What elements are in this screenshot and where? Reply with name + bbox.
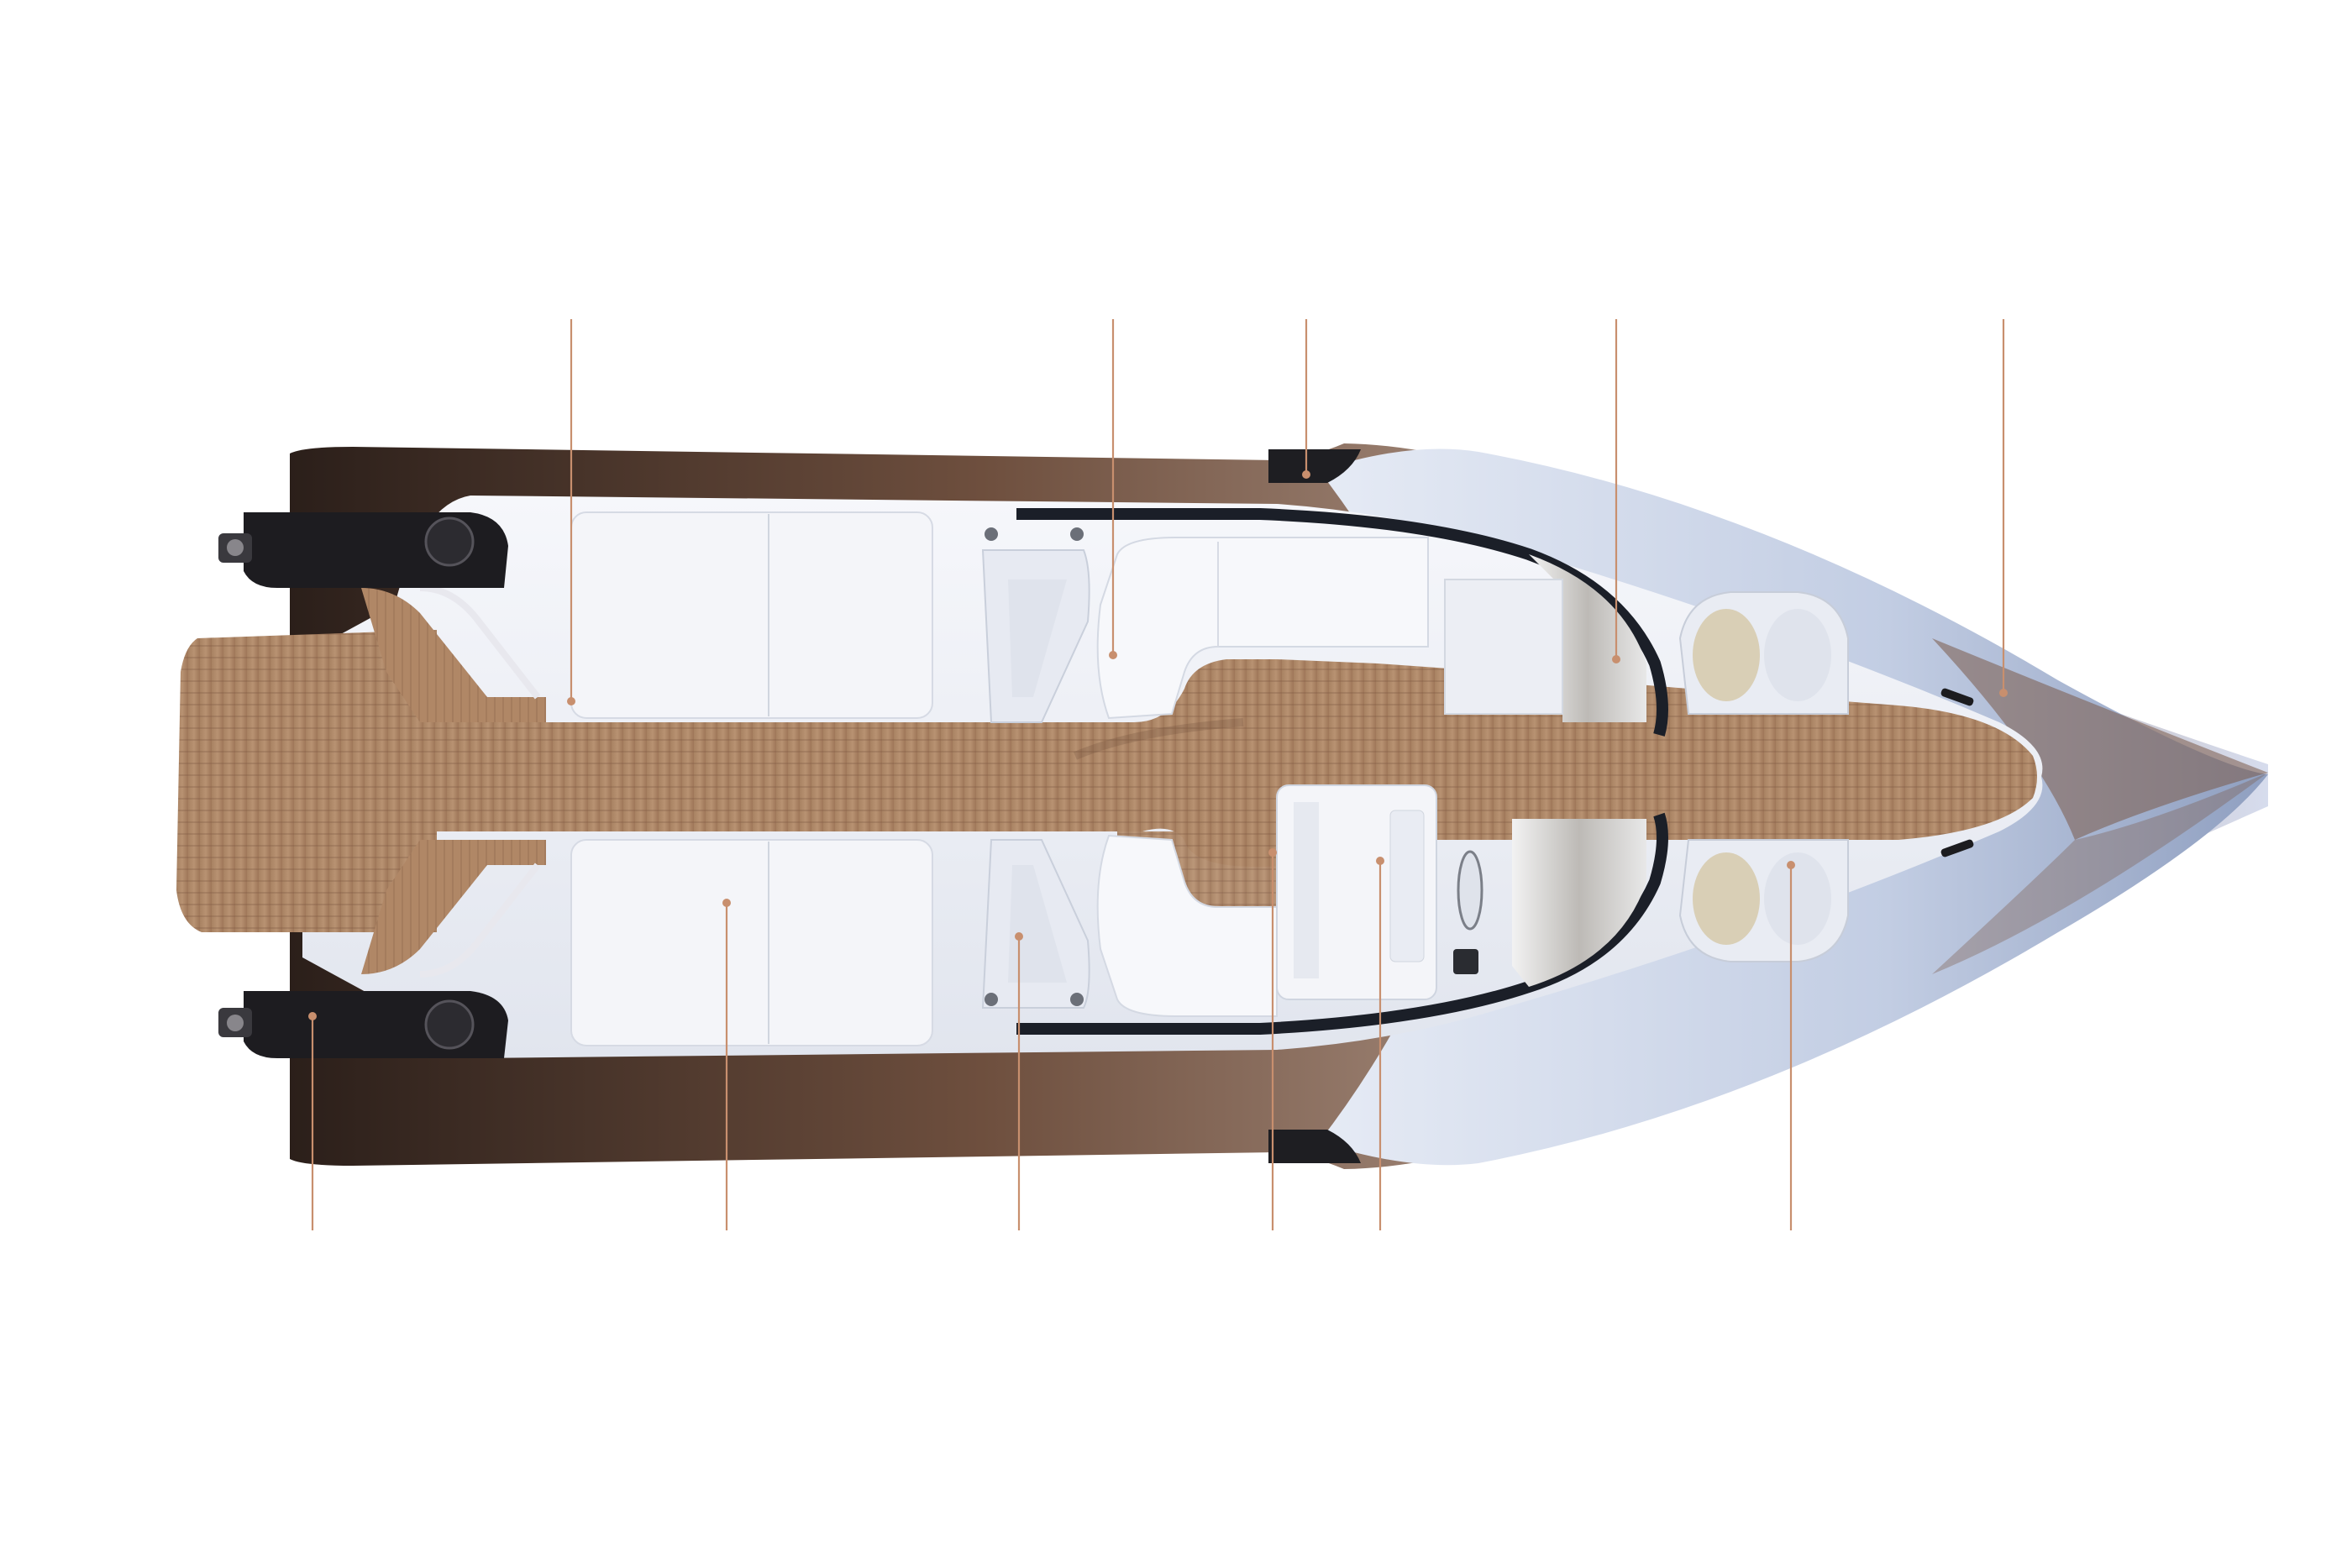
callout-bow — [1999, 319, 2008, 697]
callout-aft-sunpad — [567, 319, 575, 705]
bow-cleat-lower — [1940, 839, 1974, 857]
windscreen-upper — [1016, 508, 1668, 737]
helm-console — [1276, 784, 1483, 1000]
bow-seat-upper — [1678, 591, 1849, 715]
callout-bow-seat — [1787, 861, 1795, 1230]
callout-lounge — [1109, 319, 1117, 659]
aft-sunpad-lower — [570, 839, 933, 1046]
bow-cleat-upper — [1940, 688, 1974, 706]
windscreen-lower — [1016, 812, 1668, 1035]
callout-side-vent — [1302, 319, 1310, 479]
callout-lower-sunpad — [722, 899, 731, 1230]
callout-side-step — [1015, 932, 1023, 1230]
aft-sunpad-upper — [570, 511, 933, 719]
callouts-top — [567, 319, 2008, 705]
bow-seat-lower — [1678, 839, 1849, 962]
outboard-engine-lower — [218, 991, 508, 1058]
callout-helm-console — [1376, 857, 1384, 1230]
callout-cabin-entrance — [1612, 319, 1620, 663]
lounge-lower — [1096, 834, 1278, 1017]
outboard-engine-upper — [218, 512, 508, 588]
side-step-lower — [981, 839, 1090, 1009]
callout-outboard-engine — [308, 1012, 317, 1230]
callouts-bottom — [308, 848, 1795, 1230]
lounge-upper — [1096, 537, 1429, 720]
side-vent-lower — [1268, 1130, 1361, 1163]
side-vent-upper — [1268, 449, 1361, 483]
swim-platform — [176, 585, 546, 978]
side-step-upper — [981, 527, 1090, 723]
callout-handrail — [1268, 848, 1277, 1230]
